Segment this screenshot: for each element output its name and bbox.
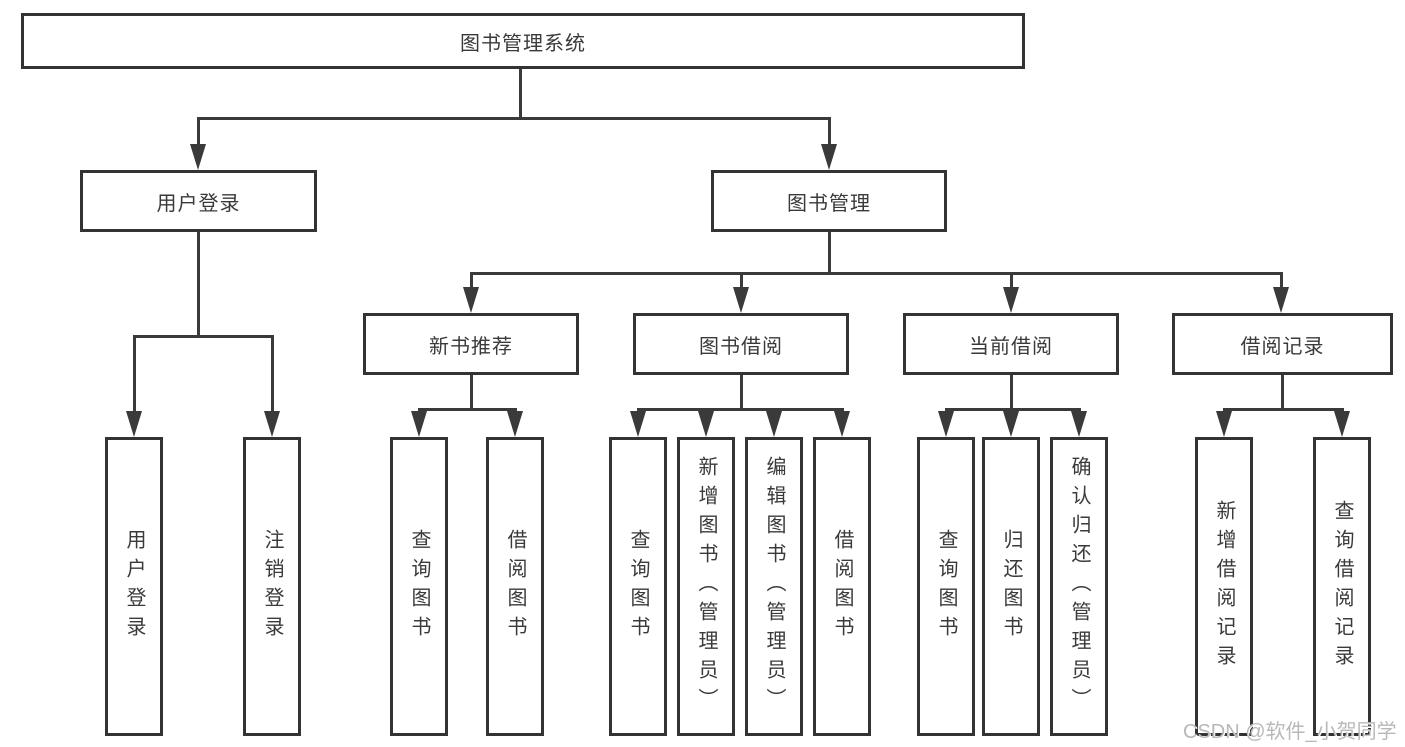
arrowhead	[1003, 411, 1019, 437]
connector-drop	[1280, 272, 1283, 291]
leaf-label: 注销登录	[261, 528, 283, 645]
node-new-book-recommendation: 新书推荐	[363, 313, 579, 375]
leaf-label: 查询图书	[627, 528, 649, 645]
leaf-borrow-books: 借阅图书	[813, 437, 871, 736]
node-label: 图书借阅	[699, 335, 783, 358]
leaf-confirm-return-admin: 确认归还（管理员）	[1050, 437, 1108, 736]
connector-drop	[1010, 272, 1013, 291]
arrowhead	[733, 287, 749, 313]
leaf-query-borrow-record: 查询借阅记录	[1313, 437, 1371, 736]
leaf-edit-books-admin: 编辑图书（管理员）	[745, 437, 803, 736]
leaf-logout: 注销登录	[243, 437, 301, 736]
arrowhead	[698, 411, 714, 437]
node-label: 图书管理系统	[460, 32, 586, 55]
leaf-label: 借阅图书	[504, 528, 526, 645]
node-borrowing-records: 借阅记录	[1172, 313, 1393, 375]
connector-stem-book-management	[828, 232, 831, 272]
arrowhead	[938, 411, 954, 437]
arrowhead	[190, 144, 206, 170]
leaf-borrow-books-recommend: 借阅图书	[486, 437, 544, 736]
leaf-query-books-borrowing: 查询图书	[609, 437, 667, 736]
connector-hline-user-login	[133, 335, 274, 338]
arrowhead	[1071, 411, 1087, 437]
leaf-query-books-current: 查询图书	[917, 437, 975, 736]
arrowhead	[411, 411, 427, 437]
arrowhead	[1003, 287, 1019, 313]
arrowhead	[1216, 411, 1232, 437]
connector-drop	[740, 272, 743, 291]
leaf-label: 编辑图书（管理员）	[763, 456, 785, 717]
leaf-user-login: 用户登录	[105, 437, 163, 736]
connector-hline-new-book	[418, 408, 517, 411]
node-book-management: 图书管理	[711, 170, 947, 232]
leaf-query-books-recommend: 查询图书	[390, 437, 448, 736]
arrowhead	[463, 287, 479, 313]
connector-hline-root	[197, 117, 831, 120]
leaf-label: 用户登录	[123, 528, 145, 645]
connector-drop	[271, 335, 274, 415]
connector-drop	[197, 117, 200, 148]
connector-drop	[828, 117, 831, 148]
node-label: 当前借阅	[969, 335, 1053, 358]
connector-hline-book-borrowing	[637, 408, 844, 411]
leaf-label: 新增借阅记录	[1213, 499, 1235, 674]
arrowhead	[1334, 411, 1350, 437]
node-label: 图书管理	[787, 192, 871, 215]
connector-stem-current-borrowing	[1010, 375, 1013, 408]
leaf-label: 借阅图书	[831, 528, 853, 645]
leaf-label: 查询图书	[408, 528, 430, 645]
arrowhead	[126, 411, 142, 437]
connector-stem-new-book	[470, 375, 473, 408]
leaf-label: 查询借阅记录	[1331, 499, 1353, 674]
connector-hline-current-borrowing	[945, 408, 1081, 411]
connector-drop	[470, 272, 473, 291]
node-label: 用户登录	[156, 192, 241, 215]
node-label: 借阅记录	[1240, 335, 1325, 358]
arrowhead	[507, 411, 523, 437]
leaf-add-books-admin: 新增图书（管理员）	[677, 437, 735, 736]
connector-stem-user-login	[197, 232, 200, 335]
leaf-label: 确认归还（管理员）	[1068, 456, 1090, 717]
leaf-label: 归还图书	[1000, 528, 1022, 645]
leaf-label: 新增图书（管理员）	[695, 456, 717, 717]
connector-stem-borrowing-records	[1281, 375, 1284, 408]
arrowhead	[630, 411, 646, 437]
node-book-borrowing: 图书借阅	[633, 313, 849, 375]
leaf-label: 查询图书	[935, 528, 957, 645]
leaf-return-books: 归还图书	[982, 437, 1040, 736]
connector-hline-book-management	[470, 272, 1283, 275]
node-user-login: 用户登录	[80, 170, 317, 232]
connector-drop	[133, 335, 136, 415]
arrowhead	[1273, 287, 1289, 313]
node-current-borrowing: 当前借阅	[903, 313, 1119, 375]
arrowhead	[766, 411, 782, 437]
node-library-management-system: 图书管理系统	[21, 13, 1025, 69]
arrowhead	[834, 411, 850, 437]
connector-stem-book-borrowing	[740, 375, 743, 408]
arrowhead	[821, 144, 837, 170]
node-label: 新书推荐	[429, 335, 513, 358]
leaf-add-borrow-record: 新增借阅记录	[1195, 437, 1253, 736]
watermark-text: CSDN @软件_小贺同学	[1183, 721, 1397, 743]
arrowhead	[264, 411, 280, 437]
connector-hline-borrowing-records	[1223, 408, 1344, 411]
connector-stem-root	[519, 69, 522, 117]
